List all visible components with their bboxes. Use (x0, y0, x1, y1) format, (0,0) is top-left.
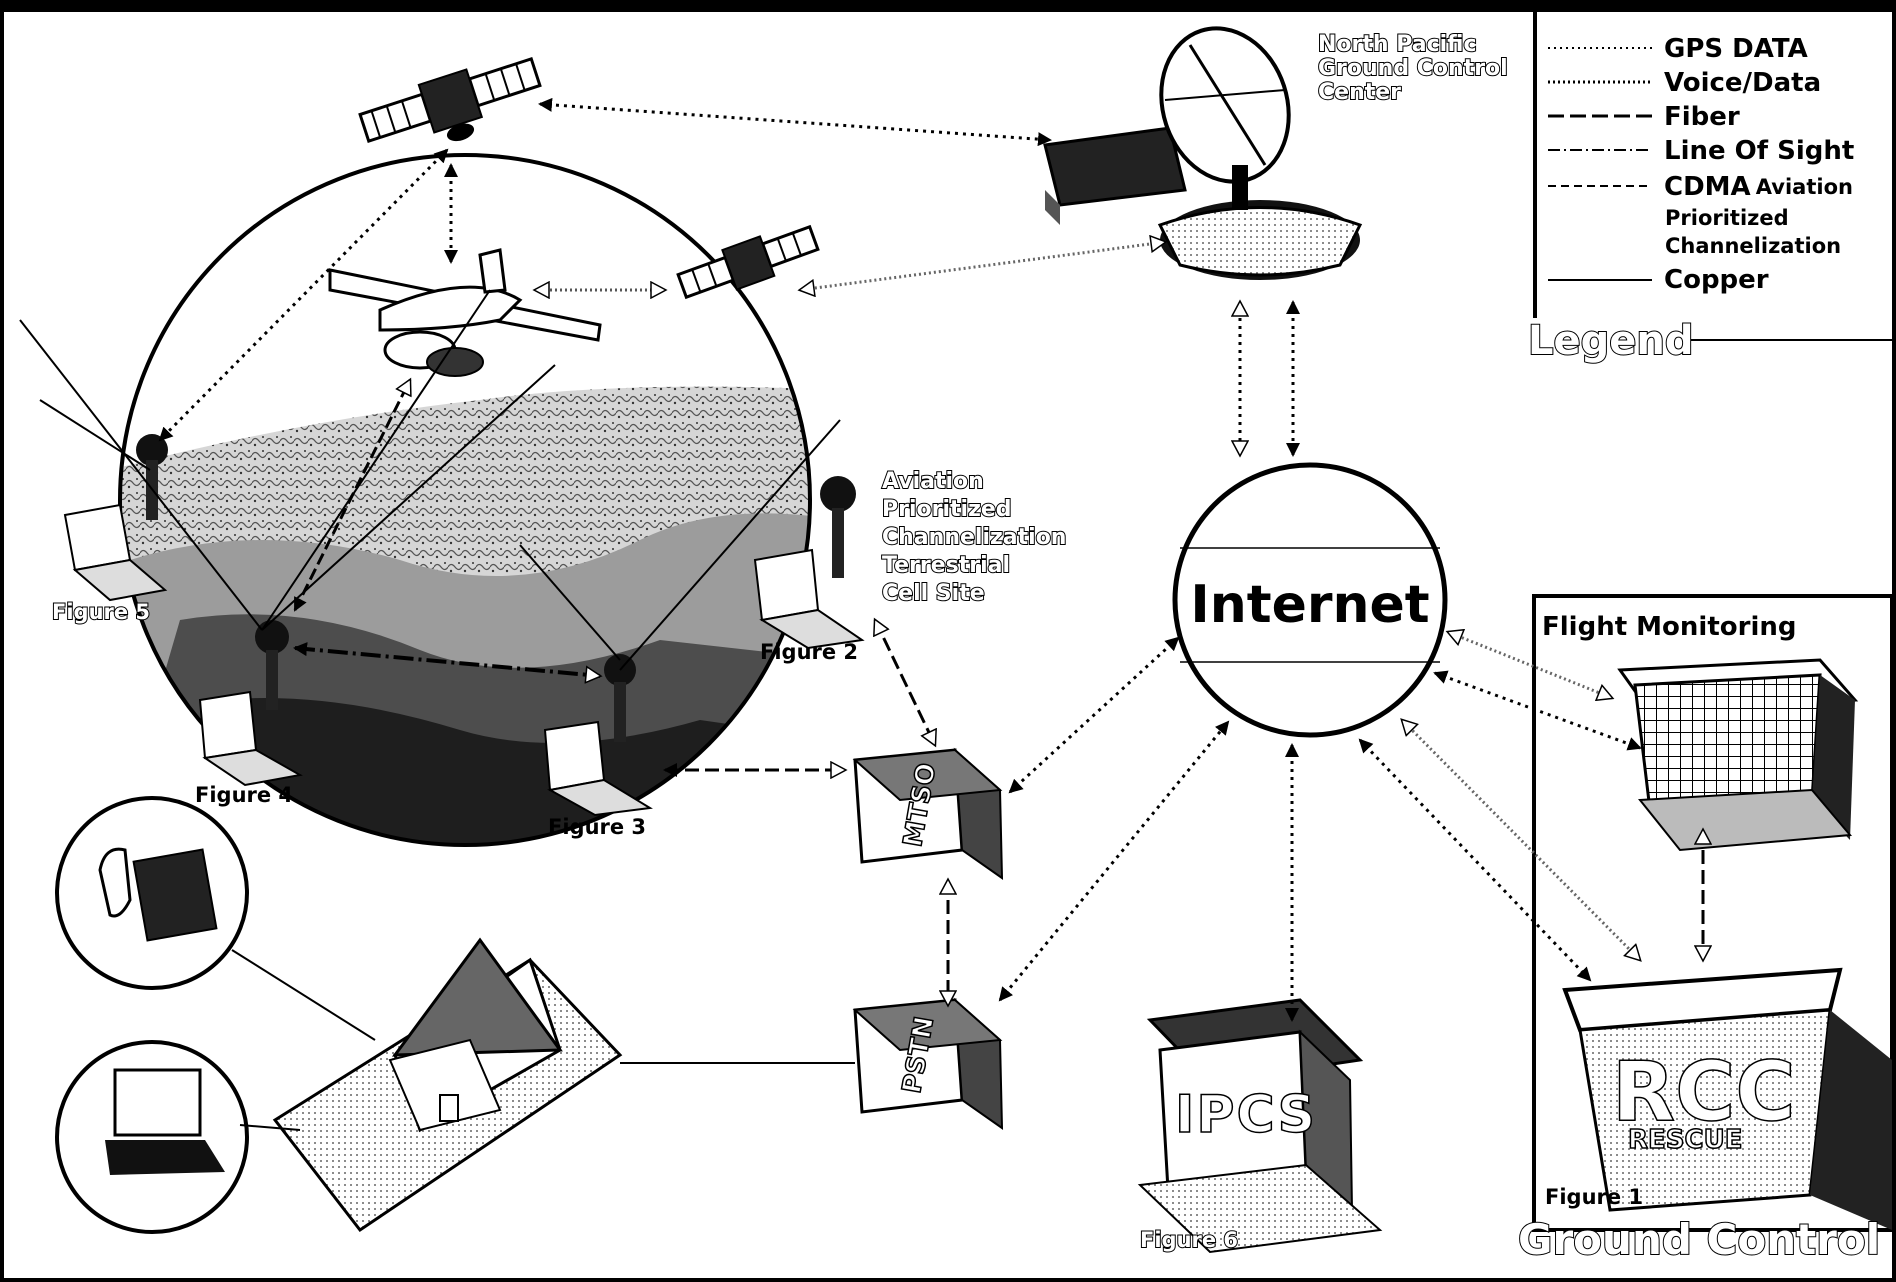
legend-item-cdma-line3: Channelization (1665, 234, 1841, 258)
figure2-label: Figure 2 (760, 640, 858, 664)
satellite-1 (357, 49, 549, 167)
figure3-label: Figure 3 (548, 815, 646, 839)
flight-monitoring-label: Flight Monitoring (1542, 612, 1797, 642)
flight-monitoring-building (1620, 660, 1855, 850)
legend-item-cdma-line2: Prioritized (1665, 206, 1789, 230)
legend-item-copper: Copper (1664, 265, 1769, 295)
figure4-label: Figure 4 (195, 783, 293, 807)
legend-title: Legend (1528, 318, 1694, 364)
telephone-circle (57, 798, 247, 988)
ground-control-label: Ground Control (1518, 1215, 1880, 1264)
legend-item-voice: Voice/Data (1664, 68, 1821, 98)
rcc-rescue-label: RESCUE (1628, 1125, 1742, 1155)
house-icon (275, 940, 620, 1230)
figure1-label: Figure 1 (1545, 1185, 1643, 1209)
legend-item-los: Line Of Sight (1664, 136, 1854, 166)
internet-label: Internet (1180, 575, 1440, 635)
legend-item-fiber: Fiber (1664, 102, 1740, 132)
cell-site-label: Aviation Prioritized Channelization Terr… (882, 468, 1066, 608)
ground-control-center-label: North Pacific Ground Control Center (1318, 33, 1508, 105)
ground-control-center-building (1045, 12, 1360, 280)
legend-item-cdma: CDMA Aviation (1664, 172, 1853, 202)
figure6-label: Figure 6 (1140, 1228, 1238, 1252)
figure5-label: Figure 5 (52, 600, 150, 624)
laptop-circle (57, 1042, 247, 1232)
ipcs-label: IPCS (1175, 1085, 1317, 1145)
legend-item-gps: GPS DATA (1664, 34, 1808, 64)
